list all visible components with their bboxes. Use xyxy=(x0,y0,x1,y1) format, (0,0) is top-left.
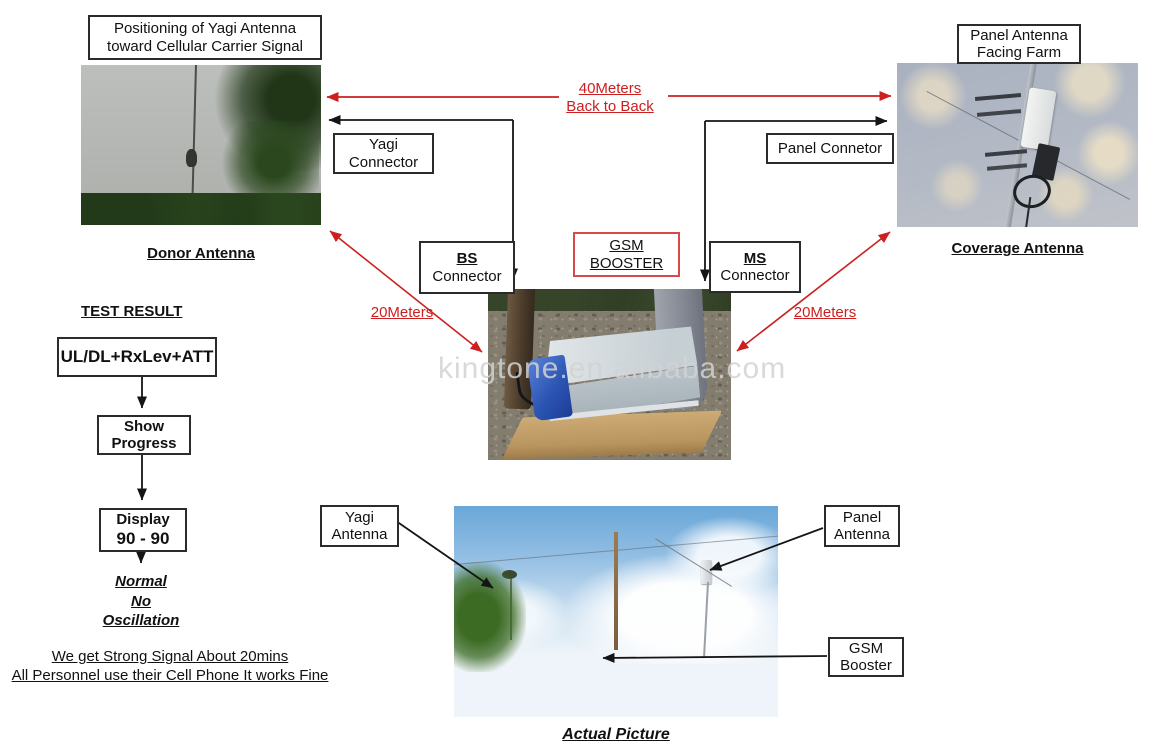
left-bush xyxy=(454,562,526,672)
distance-40m-line2: Back to Back xyxy=(566,97,654,115)
yagi-connector-line2: Connector xyxy=(348,153,419,171)
distance-20m-left-label: 20Meters xyxy=(370,304,434,321)
test-note-line2: All Personnel use their Cell Phone It wo… xyxy=(11,666,329,684)
crossbar-mid-2 xyxy=(986,163,1028,171)
climber-figure xyxy=(186,149,197,167)
panel-antenna-title-box: Panel Antenna Facing Farm xyxy=(957,24,1081,64)
actual-picture-photo xyxy=(454,506,778,717)
photo-watermark: kingtone.en.alibaba.com xyxy=(438,352,787,385)
yagi-antenna-label-box: Yagi Antenna xyxy=(320,505,399,547)
test-outcome-line1: Normal xyxy=(115,573,167,590)
donor-antenna-photo xyxy=(81,65,321,225)
gsm-booster-line1: GSM xyxy=(609,237,644,255)
test-step1-box: UL/DL+RxLev+ATT xyxy=(57,337,217,377)
panel-antenna-label-box: Panel Antenna xyxy=(824,505,900,547)
actual-picture-caption: Actual Picture xyxy=(562,726,670,743)
gsm-booster-line2: BOOSTER xyxy=(589,254,664,272)
test-note-line1: We get Strong Signal About 20mins xyxy=(51,648,289,665)
distance-40m-line1: 40Meters xyxy=(578,80,642,97)
test-step3-line2: 90 - 90 xyxy=(116,528,170,548)
ms-connector-line1: MS xyxy=(743,249,767,267)
test-step1-label: UL/DL+RxLev+ATT xyxy=(60,347,214,367)
yagi-antenna-line2: Antenna xyxy=(331,526,388,543)
gsm-booster-label-line1: GSM xyxy=(848,639,884,657)
yagi-positioning-title-line2: toward Cellular Carrier Signal xyxy=(107,37,303,55)
test-step2-line1: Show xyxy=(124,417,164,435)
gsm-booster-label-line2: Booster xyxy=(840,657,892,674)
bs-connector-box: BS Connector xyxy=(419,241,515,294)
panel-antenna-small xyxy=(701,560,712,584)
test-step2-line2: Progress xyxy=(111,435,177,452)
yagi-antenna-line1: Yagi xyxy=(345,508,374,526)
donor-antenna-label: Donor Antenna xyxy=(147,245,255,262)
gsm-booster-photo xyxy=(488,289,731,460)
yagi-positioning-title-line1: Positioning of Yagi Antenna xyxy=(113,20,297,38)
test-step3-box: Display 90 - 90 xyxy=(99,508,187,552)
crossbar-top-2 xyxy=(976,109,1022,117)
yagi-connector-line1: Yagi xyxy=(369,136,398,154)
panel-antenna-line2: Antenna xyxy=(834,526,890,543)
panel-connector-box: Panel Connetor xyxy=(766,133,894,164)
bs-connector-line2: Connector xyxy=(432,267,502,285)
test-step3-line1: Display xyxy=(116,511,170,529)
coverage-antenna-label: Coverage Antenna xyxy=(951,240,1084,257)
cloud-right xyxy=(664,516,778,596)
distance-40m-label: 40Meters Back to Back xyxy=(520,80,700,115)
panel-connector-label: Panel Connetor xyxy=(777,139,883,157)
crossbar-top-1 xyxy=(974,93,1022,101)
yagi-connector-box: Yagi Connector xyxy=(333,133,434,174)
yagi-positioning-title-box: Positioning of Yagi Antenna toward Cellu… xyxy=(88,15,322,60)
panel-antenna-line1: Panel xyxy=(842,508,882,526)
test-notes: We get Strong Signal About 20mins All Pe… xyxy=(0,648,340,686)
test-outcome-line2: No xyxy=(131,592,151,610)
ms-connector-line2: Connector xyxy=(720,267,790,284)
wood-pole xyxy=(614,532,618,650)
panel-antenna-title-line1: Panel Antenna xyxy=(970,26,1068,44)
test-outcome: Normal No Oscillation xyxy=(91,572,191,631)
gsm-booster-label-box: GSM Booster xyxy=(828,637,904,677)
test-result-heading: TEST RESULT xyxy=(81,303,183,320)
test-step2-box: Show Progress xyxy=(97,415,191,455)
distance-20m-right-label: 20Meters xyxy=(793,304,857,321)
gsm-booster-box: GSM BOOSTER xyxy=(573,232,680,277)
foliage-bottom-strip xyxy=(81,193,321,225)
panel-antenna-title-line2: Facing Farm xyxy=(976,44,1062,61)
test-outcome-line3: Oscillation xyxy=(102,612,180,629)
bs-connector-line1: BS xyxy=(456,250,478,268)
ms-connector-box: MS Connector xyxy=(709,241,801,293)
coverage-antenna-photo xyxy=(897,63,1138,227)
